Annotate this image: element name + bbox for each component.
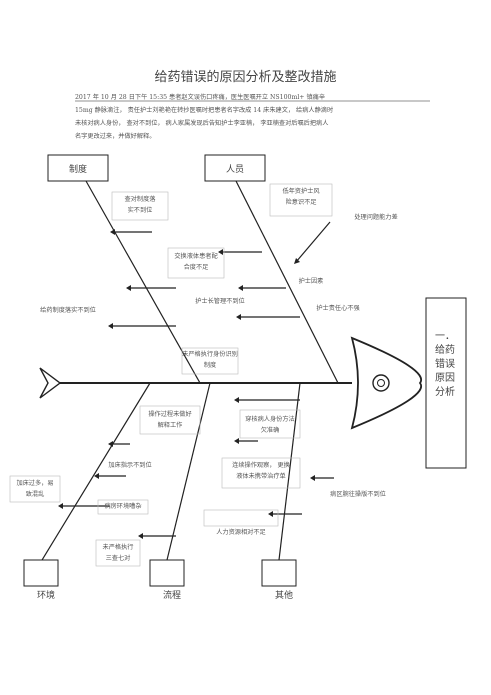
category-process: 流程 (162, 591, 181, 601)
cause-label: 交换液体患者配 合度不足 (174, 253, 218, 271)
cause-label: 护士责任心不强 (316, 305, 360, 312)
cause-label: 未严格执行 三查七对 (102, 544, 134, 562)
category-other: 其他 (274, 591, 293, 601)
category-personnel: 人员 (225, 165, 244, 175)
category-system: 制度 (68, 165, 87, 175)
cause-label: 病区腕往操版不到位 (330, 491, 386, 498)
cause-label: 人力资源相对不足 (216, 529, 266, 536)
cause-label: 病房环境嘈杂 (104, 503, 142, 510)
cause-label: 加床过多，易 致混乱 (16, 480, 54, 498)
category-environment: 环境 (36, 591, 55, 601)
cause-label: 未严格执行身份识别 制度 (182, 351, 238, 369)
cause-label: 处理问题能力差 (354, 214, 398, 221)
cause-label: 护士因素 (298, 278, 324, 285)
cause-label: 操作过程未做好 解释工作 (148, 411, 192, 429)
problem-statement: 一．给药错误原因分析 (435, 331, 455, 398)
cause-label: 护士长管理不到位 (195, 298, 245, 305)
incident-description: 2017 年 10 月 28 日下午 15:35 患者赵文误伤口疼痛，医生医嘱开… (75, 94, 334, 140)
cause-label: 给药制度落实不到位 (40, 307, 96, 314)
document-title: 给药错误的原因分析及整改措施 (154, 70, 337, 85)
cause-label: 加床指示不到位 (108, 462, 152, 469)
cause-label: 穿核病人身份方法 欠准确 (245, 416, 295, 434)
cause-label: 连续操作观察， 更换 液体未携带治疗单 (232, 462, 290, 480)
cause-label: 低年资护士风 险意识不足 (282, 188, 320, 206)
cause-label: 查对制度落 实不到位 (124, 196, 156, 214)
